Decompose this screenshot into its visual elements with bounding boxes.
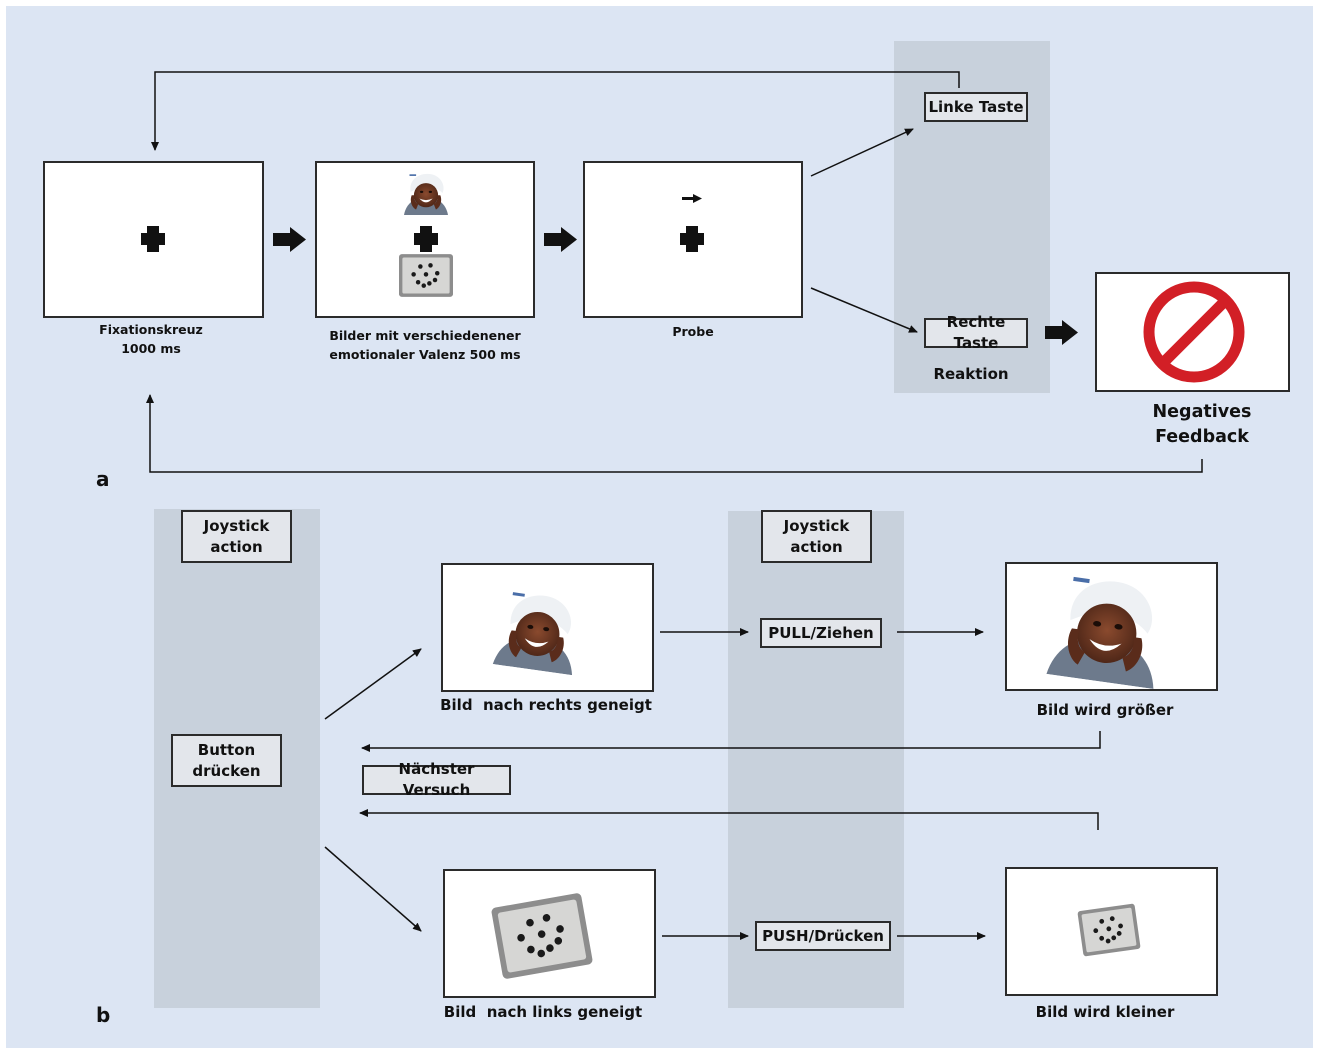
fixation-caption: Fixationskreuz 1000 ms [99,322,203,356]
cross-icon [141,226,165,252]
probe-screen [583,161,803,318]
face-photo-icon [492,590,583,676]
reaction-label: Reaktion [933,365,1009,383]
bigger-caption: Bild wird größer [1036,701,1174,719]
images-caption: Bilder mit verschiedenener emotionaler V… [329,328,521,362]
face-photo-icon [1046,573,1168,689]
next-trial-arrow-top [361,731,1101,752]
arrow-to-tilt-right [324,648,422,720]
block-arrow-icon [1045,320,1078,345]
next-trial-label: Nächster Versuch [362,760,511,799]
right-key-label: Rechte Taste [924,313,1028,352]
left-key-label: Linke Taste [924,92,1028,122]
pull-label: PULL/Ziehen [760,618,882,648]
joystick-action-label-right: Joystick action [761,510,872,563]
face-photo-icon [404,173,448,215]
panel-letter-b: b [96,1003,111,1027]
arrow-to-tilt-left [324,846,422,932]
arrow-right-icon [682,194,702,203]
tilt-left-caption: Bild nach links geneigt [443,1003,643,1021]
dots-photo-icon [490,892,594,980]
cross-icon [414,226,438,252]
loop-back-arrow-bottom [146,394,1203,473]
push-label: PUSH/Drücken [755,921,891,951]
block-arrow-icon [273,227,306,252]
button-press-label: Button drücken [171,734,282,787]
arrow-to-left-key [810,128,914,177]
dots-photo-icon [1077,903,1141,957]
smaller-caption: Bild wird kleiner [1035,1003,1175,1021]
joystick-action-label-left: Joystick action [181,510,292,563]
tilt-right-caption: Bild nach rechts geneigt [440,696,652,714]
loop-back-arrow-top [151,71,960,151]
block-arrow-icon [544,227,577,252]
next-trial-arrow-bottom [359,809,1099,830]
panel-letter-a: a [96,467,110,491]
cross-icon [680,226,704,252]
dots-photo-icon [399,254,453,297]
feedback-caption: Negatives Feedback [1152,402,1252,447]
no-entry-icon [1143,281,1245,383]
arrow-to-right-key [810,287,918,333]
probe-caption: Probe [672,324,714,339]
